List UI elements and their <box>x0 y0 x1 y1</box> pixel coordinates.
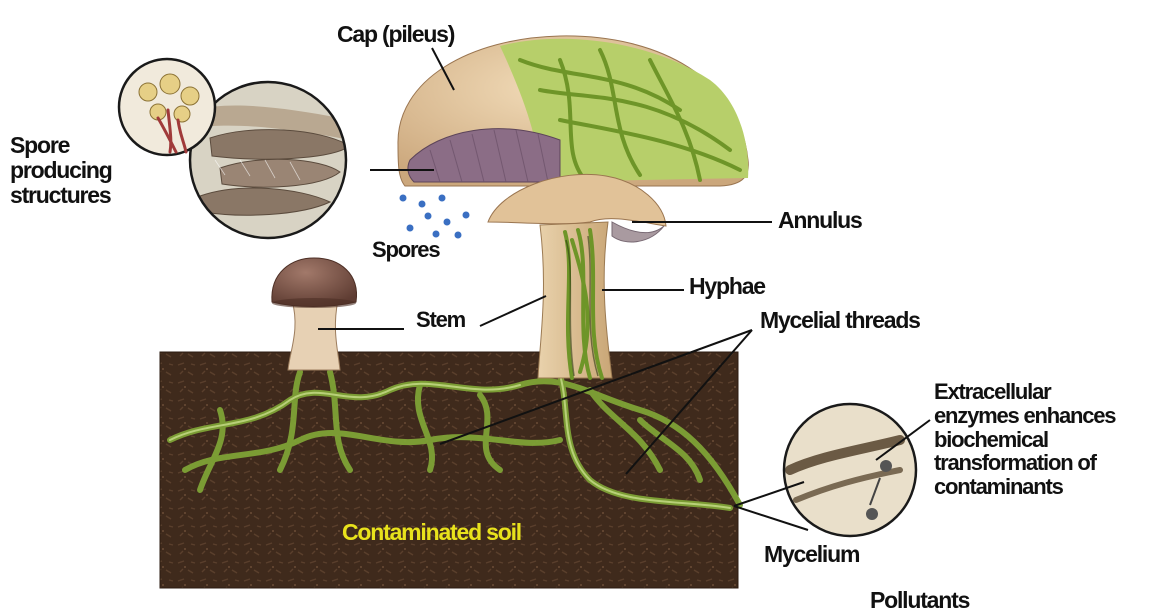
enzyme-lens <box>784 404 916 536</box>
mycelium-label: Mycelium <box>764 542 859 567</box>
main-mushroom-stem <box>538 222 612 378</box>
spore-dots <box>400 195 470 239</box>
stem-label: Stem <box>416 308 465 332</box>
spore-structures-line-2: producing <box>10 158 112 183</box>
mycelial-threads-label: Mycelial threads <box>760 308 920 333</box>
spore-structures-label: Spore producing structures <box>10 133 112 207</box>
enzymes-line-3: biochemical <box>934 428 1115 452</box>
pollutants-label: Pollutants <box>870 588 969 613</box>
enzymes-line-5: contaminants <box>934 475 1115 499</box>
enzymes-line-4: transformation of <box>934 451 1115 475</box>
hyphae-label: Hyphae <box>689 274 765 299</box>
enzymes-line-2: enzymes enhances <box>934 404 1115 428</box>
spore-structures-line-1: Spore <box>10 133 112 158</box>
enzymes-label: Extracellular enzymes enhances biochemic… <box>934 380 1115 499</box>
enzymes-line-1: Extracellular <box>934 380 1115 404</box>
main-mushroom-cap <box>398 36 748 186</box>
annulus-label: Annulus <box>778 208 862 233</box>
sporocarp-inset <box>119 59 215 155</box>
spores-label: Spores <box>372 238 439 262</box>
cap-label: Cap (pileus) <box>337 22 454 47</box>
spore-structures-line-3: structures <box>10 183 112 208</box>
contaminated-soil-label: Contaminated soil <box>342 520 521 545</box>
